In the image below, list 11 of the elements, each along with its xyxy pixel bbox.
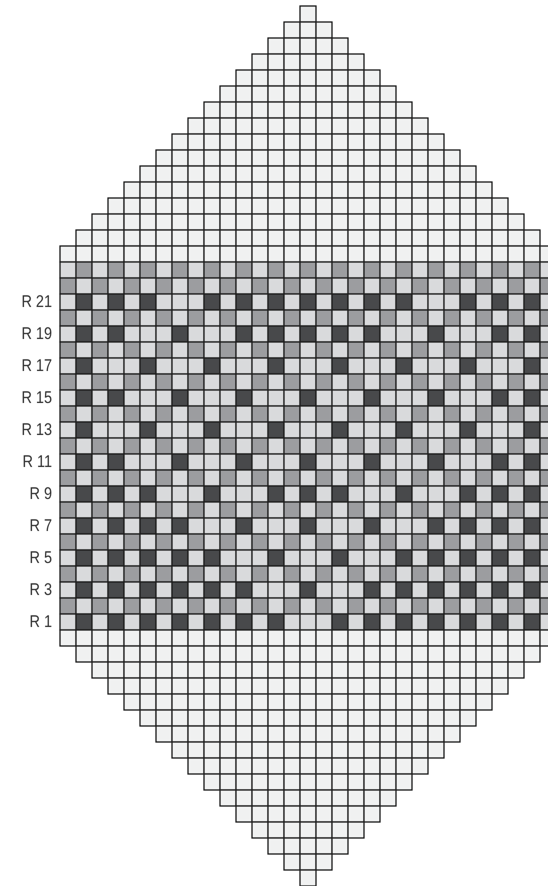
row-label: R 15 [20, 390, 52, 406]
row-label: R 5 [28, 550, 52, 566]
row-label: R 9 [28, 486, 52, 502]
row-label: R 13 [20, 422, 52, 438]
row-label: R 7 [28, 518, 52, 534]
row-label: R 11 [22, 454, 52, 470]
row-label: R 19 [20, 326, 52, 342]
row-label: R 1 [28, 614, 52, 630]
row-label: R 3 [28, 582, 52, 598]
row-label: R 21 [20, 294, 52, 310]
row-label: R 17 [20, 358, 52, 374]
